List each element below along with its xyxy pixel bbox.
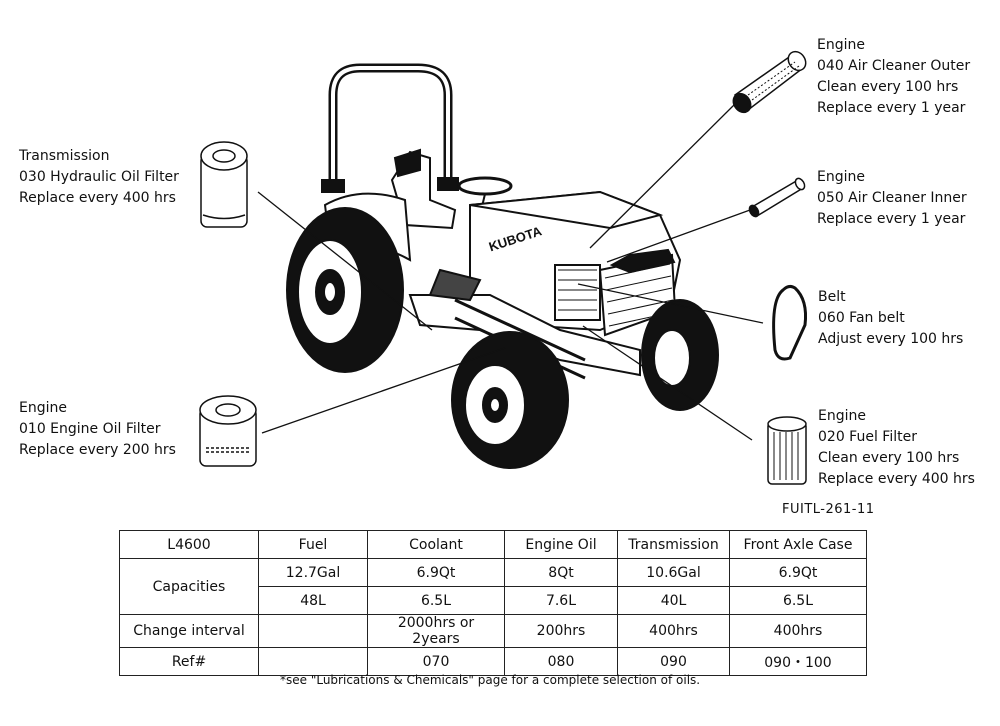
row-label: Ref# <box>119 647 259 676</box>
engine-oil-filter-icon <box>199 395 257 467</box>
callout-fuel-filter: Engine 020 Fuel Filter Clean every 100 h… <box>818 406 975 490</box>
callout-schedule: Replace every 200 hrs <box>19 442 176 458</box>
table-cell: 2000hrs or 2years <box>367 614 505 648</box>
callout-schedule: Replace every 1 year <box>817 211 966 227</box>
callout-schedule: Replace every 1 year <box>817 100 966 116</box>
table-cell <box>258 614 368 648</box>
fan-belt-icon <box>772 284 807 361</box>
air-cleaner-outer-icon <box>732 50 807 114</box>
callout-part: 010 Engine Oil Filter <box>19 421 161 437</box>
row-label: Change interval <box>119 614 259 648</box>
table-row: 48L 6.5L 7.6L 40L 6.5L <box>120 586 867 615</box>
footnote: *see "Lubrications & Chemicals" page for… <box>280 673 701 687</box>
row-label: Capacities <box>119 558 259 615</box>
hydraulic-oil-filter-icon <box>200 141 248 228</box>
table-cell: 12.7Gal <box>258 558 368 587</box>
table-cell: 090 <box>617 647 730 676</box>
leader-lines <box>257 101 764 441</box>
table-cell: 10.6Gal <box>617 558 730 587</box>
table-cell: 40L <box>617 586 730 615</box>
callout-part: 040 Air Cleaner Outer <box>817 58 971 74</box>
air-cleaner-inner-icon <box>748 177 806 218</box>
table-cell: 400hrs <box>729 614 867 648</box>
callout-schedule: Clean every 100 hrs <box>818 450 960 466</box>
callout-schedule: Replace every 400 hrs <box>818 471 975 487</box>
figure-code: FUITL-261-11 <box>782 502 875 517</box>
header-cell: Engine Oil <box>504 530 618 559</box>
header-cell: Front Axle Case <box>729 530 867 559</box>
callout-title: Engine <box>817 169 865 185</box>
fuel-filter-icon <box>767 416 807 485</box>
table-cell: 8Qt <box>504 558 618 587</box>
table-row: Ref# 070 080 090 090・100 <box>119 647 867 676</box>
table-cell: 400hrs <box>617 614 730 648</box>
header-cell: Transmission <box>617 530 730 559</box>
table-cell: 48L <box>258 586 368 615</box>
table-cell: 080 <box>504 647 618 676</box>
table-cell: 6.9Qt <box>367 558 505 587</box>
table-row: Capacities 12.7Gal 6.9Qt 8Qt 10.6Gal 6.9… <box>119 558 867 615</box>
callout-part: 050 Air Cleaner Inner <box>817 190 967 206</box>
callout-part: 030 Hydraulic Oil Filter <box>19 169 179 185</box>
table-cell: 7.6L <box>504 586 618 615</box>
header-cell: Fuel <box>258 530 368 559</box>
callout-part: 020 Fuel Filter <box>818 429 917 445</box>
tractor-illustration <box>286 63 719 469</box>
callout-title: Engine <box>818 408 866 424</box>
callout-schedule: Replace every 400 hrs <box>19 190 176 206</box>
callout-part: 060 Fan belt <box>818 310 905 326</box>
capacity-table: L4600 Fuel Coolant Engine Oil Transmissi… <box>119 530 867 676</box>
callout-title: Transmission <box>19 148 110 164</box>
callout-fan-belt: Belt 060 Fan belt Adjust every 100 hrs <box>818 287 963 350</box>
callout-title: Engine <box>19 400 67 416</box>
table-header-row: L4600 Fuel Coolant Engine Oil Transmissi… <box>119 530 867 559</box>
callout-schedule: Adjust every 100 hrs <box>818 331 964 347</box>
table-cell: 200hrs <box>504 614 618 648</box>
callout-air-cleaner-inner: Engine 050 Air Cleaner Inner Replace eve… <box>817 167 967 230</box>
model-cell: L4600 <box>119 530 259 559</box>
table-cell: 070 <box>367 647 505 676</box>
table-cell: 6.5L <box>367 586 505 615</box>
table-row: Change interval 2000hrs or 2years 200hrs… <box>119 614 867 648</box>
callout-hydraulic-oil-filter: Transmission 030 Hydraulic Oil Filter Re… <box>19 146 179 209</box>
header-cell: Coolant <box>367 530 505 559</box>
callout-title: Engine <box>817 37 865 53</box>
callout-schedule: Clean every 100 hrs <box>817 79 959 95</box>
table-cell: 6.5L <box>729 586 867 615</box>
callout-title: Belt <box>818 289 846 305</box>
table-cell: 6.9Qt <box>729 558 867 587</box>
callout-engine-oil-filter: Engine 010 Engine Oil Filter Replace eve… <box>19 398 176 461</box>
table-cell <box>258 647 368 676</box>
callout-air-cleaner-outer: Engine 040 Air Cleaner Outer Clean every… <box>817 35 970 119</box>
table-cell: 090・100 <box>729 647 867 676</box>
